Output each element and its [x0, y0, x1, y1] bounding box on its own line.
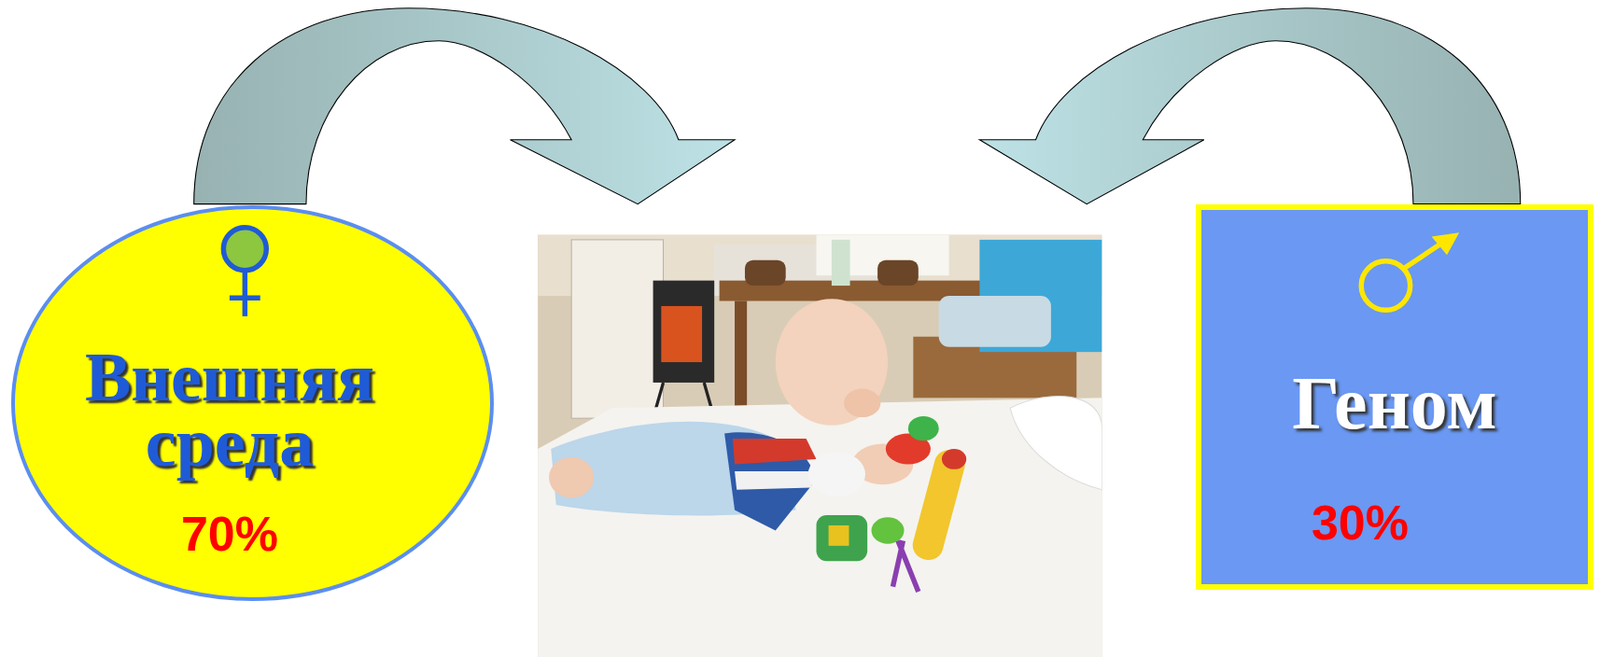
genome-box: Геном 30% — [1195, 204, 1594, 590]
node-title: Внешняя среда — [33, 344, 426, 476]
male-symbol — [1361, 232, 1460, 310]
baby-photo — [537, 234, 1102, 657]
curved-arrow — [194, 8, 735, 205]
percent-value: 70% — [136, 505, 323, 563]
node-title: Геном — [1207, 361, 1582, 446]
curved-arrow — [979, 8, 1520, 205]
environment-ellipse: Внешняя среда 70% — [10, 204, 495, 603]
percent-value: 30% — [1266, 493, 1454, 552]
female-symbol — [223, 227, 267, 317]
